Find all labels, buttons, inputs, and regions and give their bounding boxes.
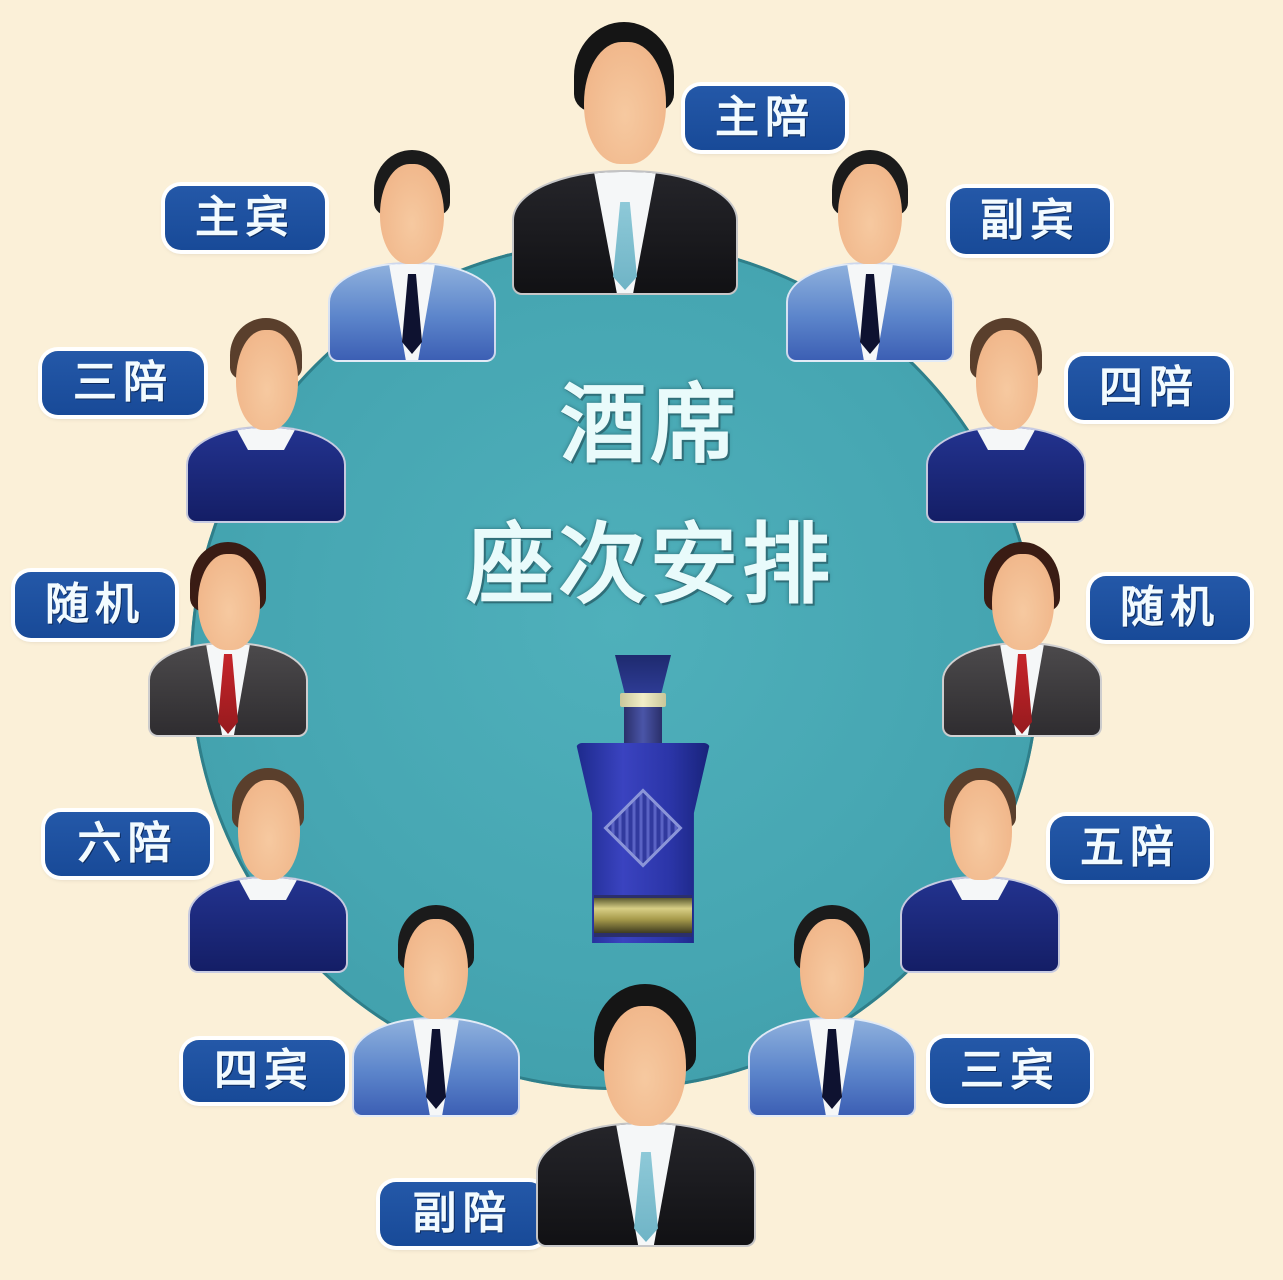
- seat-label-liupei: 六陪: [45, 812, 210, 876]
- person-suiji-right-icon: [942, 542, 1102, 737]
- person-fubin-icon: [786, 150, 954, 362]
- seat-label-fupei: 副陪: [380, 1182, 545, 1246]
- person-sibin-icon: [352, 905, 520, 1117]
- person-sanbin-icon: [748, 905, 916, 1117]
- title-line-1: 酒席: [560, 375, 740, 475]
- seat-label-sipei: 四陪: [1068, 356, 1230, 420]
- seat-label-sanbin: 三宾: [930, 1038, 1090, 1104]
- person-zhupei-icon: [512, 22, 738, 297]
- seat-label-sibin: 四宾: [183, 1040, 345, 1102]
- person-sanpei-icon: [186, 318, 346, 523]
- person-fupei-icon: [536, 984, 756, 1249]
- seat-label-suiji-right: 随机: [1090, 576, 1250, 640]
- seat-label-suiji-left: 随机: [15, 572, 175, 638]
- person-wupei-icon: [900, 768, 1060, 973]
- person-liupei-icon: [188, 768, 348, 973]
- person-suiji-left-icon: [148, 542, 308, 737]
- liquor-bottle-icon: [568, 655, 718, 950]
- seat-label-wupei: 五陪: [1050, 816, 1210, 880]
- person-sipei-icon: [926, 318, 1086, 523]
- title-line-2: 座次安排: [465, 513, 834, 616]
- person-zhubin-icon: [328, 150, 496, 362]
- seat-label-fubin: 副宾: [950, 188, 1110, 254]
- seat-label-zhupei: 主陪: [685, 86, 845, 150]
- seat-label-sanpei: 三陪: [42, 351, 204, 415]
- seat-label-zhubin: 主宾: [165, 186, 325, 250]
